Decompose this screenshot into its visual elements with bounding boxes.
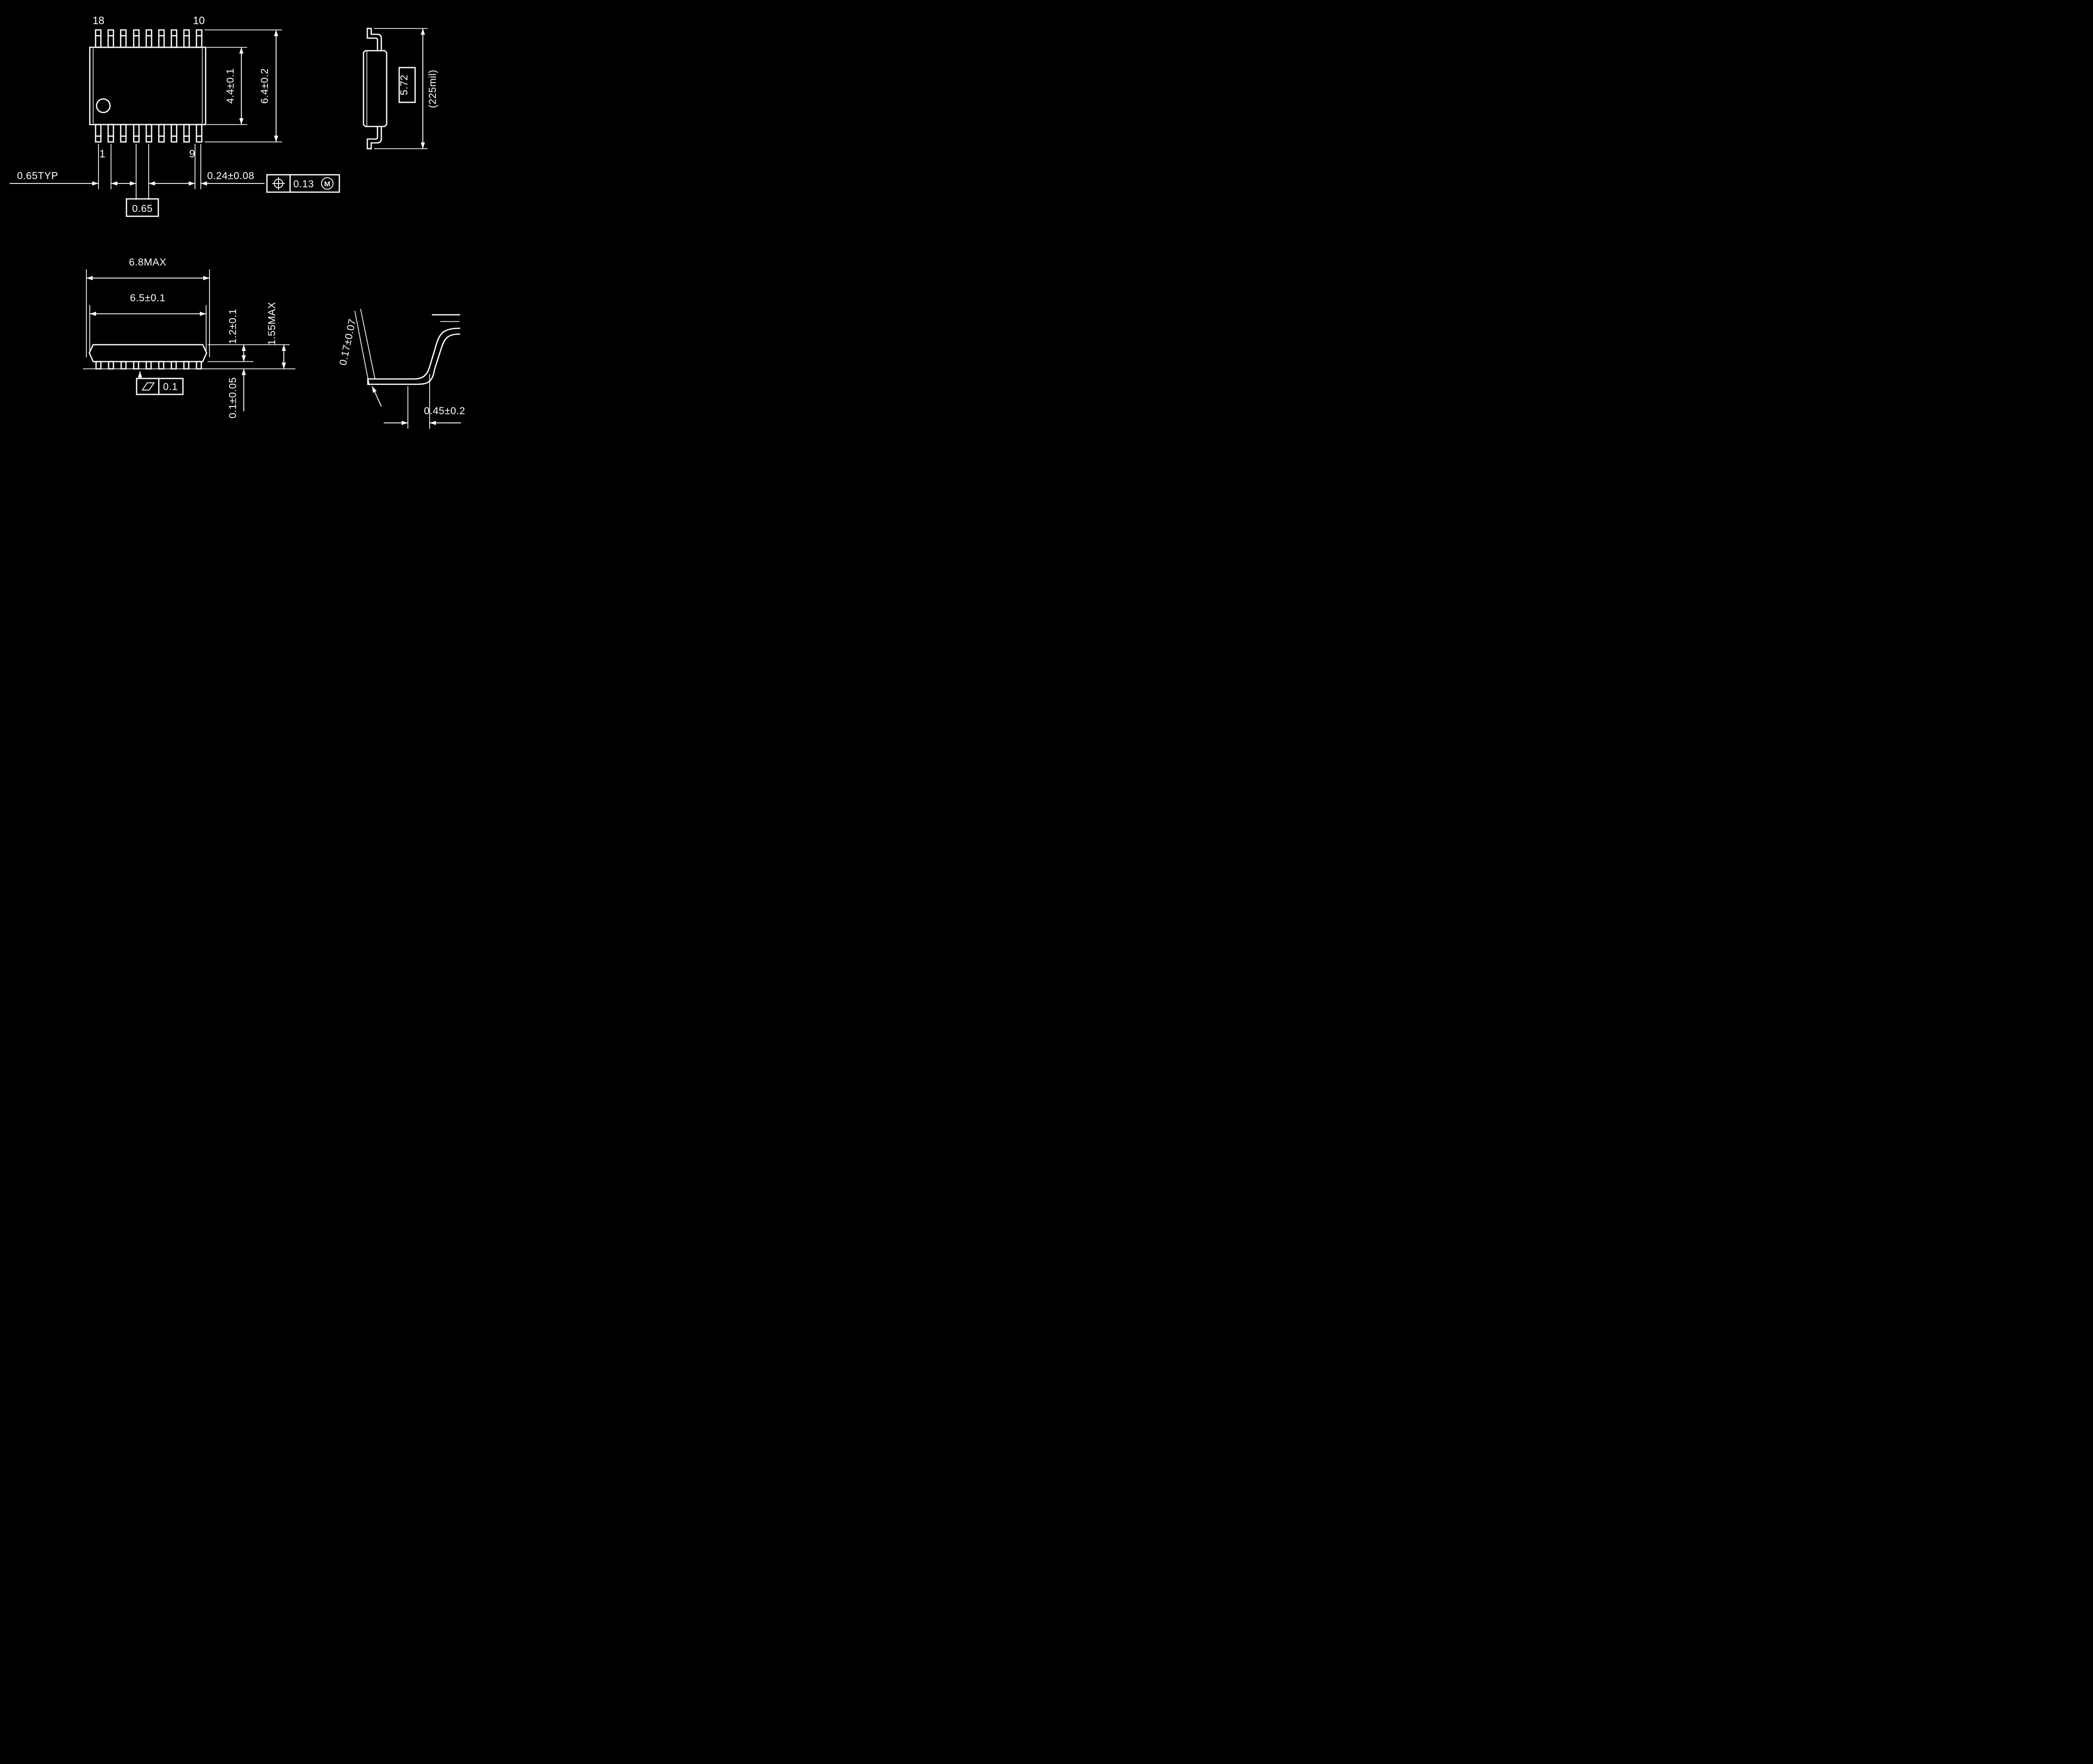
mmc-modifier-letter: M bbox=[324, 180, 331, 188]
pin1-index-mark bbox=[96, 98, 111, 113]
dim-footprint: 5.72 (225mil) bbox=[374, 28, 438, 149]
dim-overall-length: 6.8MAX bbox=[86, 257, 210, 357]
side-view-leads bbox=[95, 361, 202, 370]
end-view: 5.72 (225mil) bbox=[363, 28, 438, 150]
footprint-mm-label: 5.72 bbox=[399, 75, 410, 96]
dim-foot-length: 0.45±0.2 bbox=[384, 374, 465, 429]
dim-lead-thickness: 0.17±0.07 bbox=[337, 308, 382, 407]
pin-18-label: 18 bbox=[93, 14, 104, 27]
bottom-pin-row bbox=[95, 124, 203, 143]
bottom-lead-end-view bbox=[366, 126, 382, 150]
top-lead-end-view bbox=[366, 28, 382, 52]
overall-length-label: 6.8MAX bbox=[129, 257, 167, 268]
pitch-typ-label: 0.65TYP bbox=[17, 170, 58, 182]
ssop18-package-outline-drawing: 18 10 1 9 4.4±0.1 6.4±0.2 bbox=[10, 14, 465, 429]
lead-thickness-label: 0.17±0.07 bbox=[337, 318, 358, 366]
dim-heights: 1.2±0.1 1.55MAX 0.1±0.05 bbox=[208, 302, 290, 419]
dim-overall-width: 6.4±0.2 bbox=[205, 29, 282, 142]
side-view: 6.8MAX 6.5±0.1 1.2±0.1 1.55MAX 0.1±0.05 bbox=[83, 257, 295, 419]
pin-9-label: 9 bbox=[189, 148, 195, 160]
body-width-label: 4.4±0.1 bbox=[225, 68, 236, 103]
package-body-side-view bbox=[88, 344, 208, 363]
flatness-icon bbox=[141, 382, 155, 391]
pin-10-label: 10 bbox=[193, 14, 205, 27]
basic-dimension-box bbox=[126, 198, 159, 217]
position-tolerance-icon bbox=[272, 177, 285, 190]
foot-length-label: 0.45±0.2 bbox=[424, 406, 465, 417]
body-length-label: 6.5±0.1 bbox=[130, 293, 165, 304]
dim-body-width: 4.4±0.1 bbox=[207, 47, 247, 125]
lead-profile bbox=[367, 327, 460, 385]
pitch-basic-label: 0.65 bbox=[132, 203, 153, 214]
footprint-mil-label: (225mil) bbox=[427, 70, 438, 108]
package-body-top-view bbox=[89, 46, 207, 126]
reference-dimension-box bbox=[398, 67, 416, 103]
body-thickness-label: 1.2±0.1 bbox=[227, 308, 238, 344]
top-view: 18 10 1 9 4.4±0.1 6.4±0.2 bbox=[10, 14, 340, 217]
coplanarity-callout: 0.1 bbox=[136, 371, 184, 395]
pin-1-label: 1 bbox=[99, 148, 105, 160]
drawing-canvas: 18 10 1 9 4.4±0.1 6.4±0.2 bbox=[0, 0, 523, 441]
coplanarity-value: 0.1 bbox=[163, 381, 178, 392]
package-body-end-view bbox=[363, 50, 388, 127]
dim-lead-pitch-and-width: 0.65TYP 0.24±0.08 0.65 bbox=[10, 144, 265, 217]
top-pin-row bbox=[95, 29, 203, 48]
lead-width-label: 0.24±0.08 bbox=[207, 170, 254, 182]
overall-height-label: 1.55MAX bbox=[266, 302, 278, 345]
dim-body-length: 6.5±0.1 bbox=[89, 293, 207, 351]
standoff-label: 0.1±0.05 bbox=[227, 377, 238, 419]
feature-control-frame: 0.13 M bbox=[266, 174, 340, 193]
mmc-modifier-icon: M bbox=[321, 177, 334, 190]
lead-detail: 0.17±0.07 0.45±0.2 bbox=[337, 308, 465, 429]
position-tolerance-value: 0.13 bbox=[293, 179, 314, 190]
overall-width-label: 6.4±0.2 bbox=[259, 68, 270, 103]
